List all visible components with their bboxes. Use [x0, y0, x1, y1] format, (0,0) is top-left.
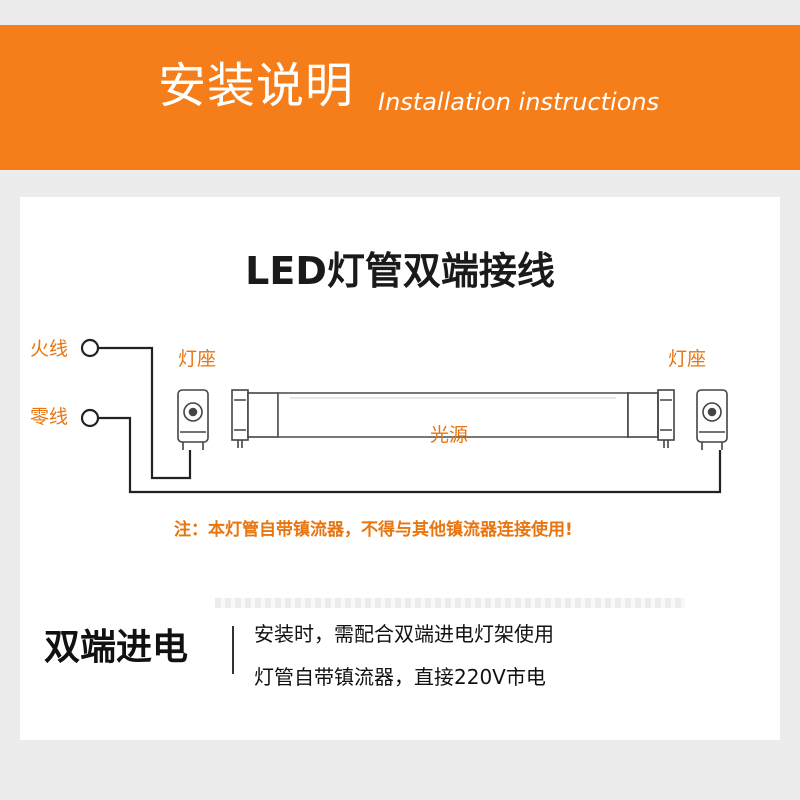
diagram-title: LED灯管双端接线: [245, 249, 555, 293]
lamp-holder-right-icon: [696, 389, 728, 450]
content-panel: [20, 197, 780, 740]
feature-line-1: 安装时，需配合双端进电灯架使用: [254, 622, 554, 646]
neutral-wire-label: 零线: [30, 406, 69, 428]
faded-divider: [215, 598, 685, 608]
feature-line-2: 灯管自带镇流器，直接220V市电: [254, 665, 546, 689]
header-title-en: Installation instructions: [378, 88, 660, 116]
feature-divider: [232, 626, 234, 674]
warning-note: 注：本灯管自带镇流器，不得与其他镇流器连接使用!: [174, 520, 573, 540]
light-source-label: 光源: [430, 424, 469, 446]
neutral-wire: [98, 416, 722, 494]
live-wire: [98, 346, 192, 480]
neutral-terminal-icon: [80, 408, 100, 428]
lamp-holder-right-label: 灯座: [668, 348, 707, 370]
live-wire-label: 火线: [30, 338, 69, 360]
live-terminal-icon: [80, 338, 100, 358]
header-banner: [0, 25, 800, 170]
tube-cap-left-icon: [231, 389, 279, 448]
tube-cap-right-icon: [627, 389, 675, 448]
lamp-holder-left-icon: [177, 389, 209, 450]
feature-title: 双端进电: [44, 627, 189, 668]
lamp-holder-left-label: 灯座: [178, 348, 217, 370]
header-title-cn: 安装说明: [158, 58, 355, 114]
